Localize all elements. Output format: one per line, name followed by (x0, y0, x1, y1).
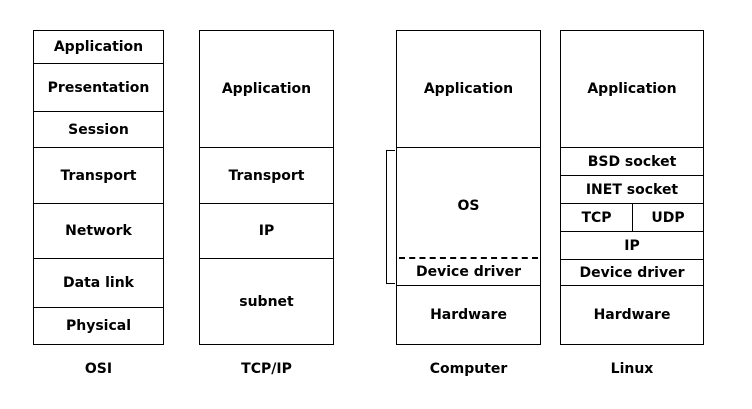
tcpip-caption: TCP/IP (241, 361, 292, 377)
linux-caption: Linux (610, 361, 654, 377)
linux-udp: UDP (632, 203, 704, 232)
linux-application: Application (560, 30, 704, 148)
osi-application: Application (33, 30, 164, 64)
osi-presentation: Presentation (33, 63, 164, 112)
os-driver-separator (399, 257, 538, 259)
computer-application: Application (396, 30, 541, 148)
osi-network: Network (33, 203, 164, 259)
osi-session: Session (33, 111, 164, 148)
tcpip-ip: IP (199, 203, 334, 259)
tcpip-subnet: subnet (199, 258, 334, 345)
computer-hardware: Hardware (396, 285, 541, 345)
osi-transport: Transport (33, 147, 164, 204)
osi-caption: OSI (84, 361, 113, 377)
osi-physical: Physical (33, 307, 164, 345)
linux-device-driver: Device driver (560, 259, 704, 286)
computer-device-driver: Device driver (396, 259, 541, 286)
tcpip-transport: Transport (199, 147, 334, 204)
osi-data-link: Data link (33, 258, 164, 308)
linux-tcp: TCP (560, 203, 633, 232)
linux-hardware: Hardware (560, 285, 704, 345)
linux-bsd-socket: BSD socket (560, 147, 704, 176)
tcpip-application: Application (199, 30, 334, 148)
os-bracket (386, 150, 395, 284)
computer-os: OS (396, 147, 541, 286)
computer-caption: Computer (429, 361, 508, 377)
linux-ip: IP (560, 231, 704, 260)
linux-inet-socket: INET socket (560, 175, 704, 204)
